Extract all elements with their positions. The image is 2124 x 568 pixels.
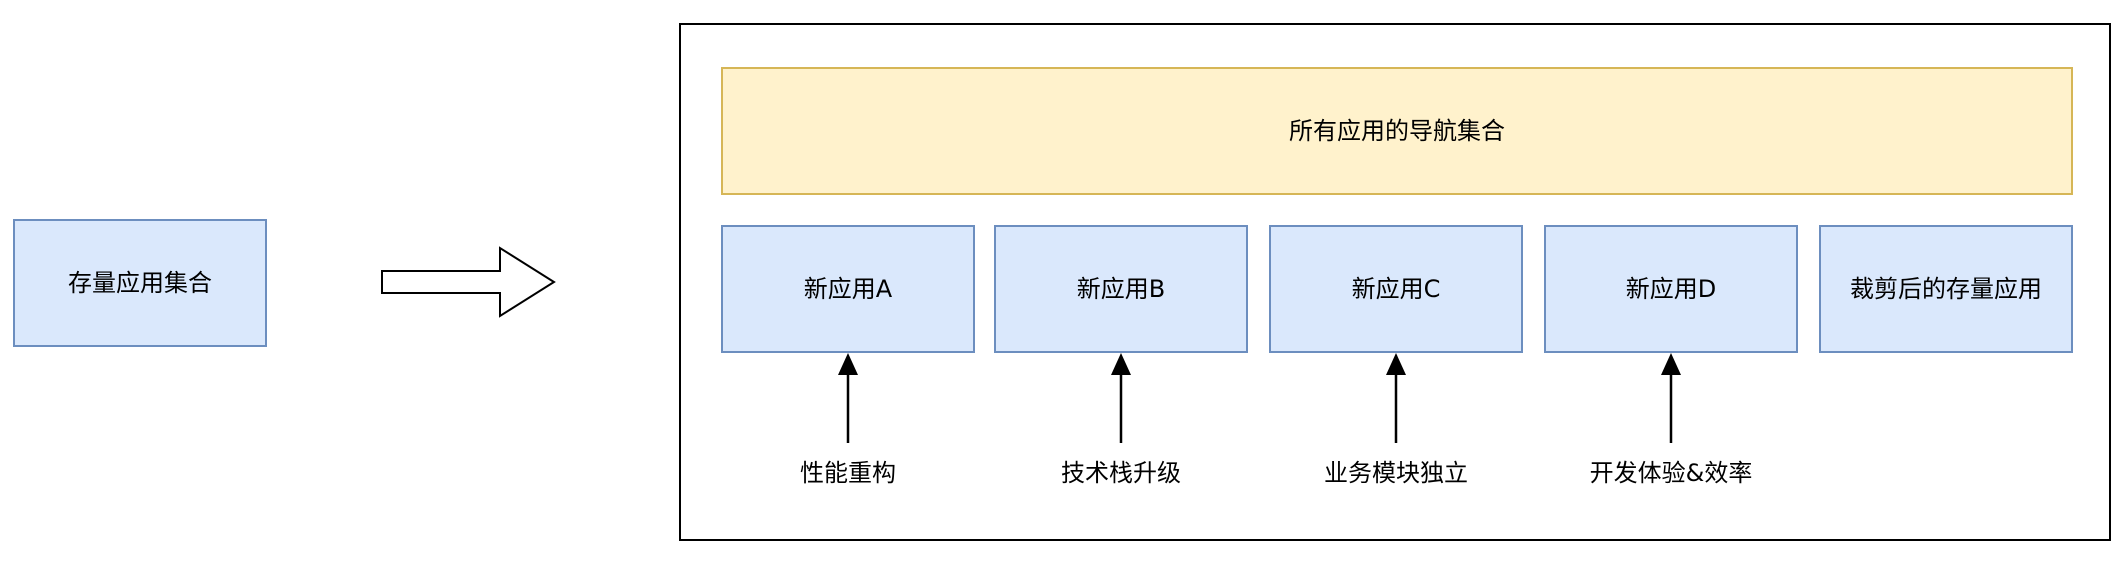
app-box-c: 新应用C: [1269, 225, 1523, 353]
app-box-label: 裁剪后的存量应用: [1850, 274, 2042, 303]
driver-label-business-module: 业务模块独立: [1324, 459, 1468, 487]
app-box-b: 新应用B: [994, 225, 1248, 353]
app-box-trimmed-legacy: 裁剪后的存量应用: [1819, 225, 2073, 353]
driver-arrow-c-head: [1386, 353, 1406, 375]
driver-arrow-d-head: [1661, 353, 1681, 375]
legacy-apps-box: 存量应用集合: [13, 219, 267, 347]
app-box-label: 新应用B: [1076, 274, 1166, 303]
app-box-label: 新应用A: [803, 274, 893, 303]
app-box-label: 新应用C: [1351, 274, 1441, 303]
app-box-d: 新应用D: [1544, 225, 1798, 353]
driver-label-performance: 性能重构: [800, 459, 896, 487]
driver-label-dev-experience: 开发体验&效率: [1589, 459, 1753, 487]
legacy-apps-label: 存量应用集合: [68, 268, 212, 297]
driver-label-tech-stack: 技术栈升级: [1061, 459, 1181, 487]
app-box-label: 新应用D: [1625, 274, 1717, 303]
app-box-a: 新应用A: [721, 225, 975, 353]
driver-arrow-a-head: [838, 353, 858, 375]
driver-arrow-b-head: [1111, 353, 1131, 375]
navigation-collection-label: 所有应用的导航集合: [1289, 116, 1505, 145]
transform-arrow: [381, 246, 556, 318]
navigation-collection-box: 所有应用的导航集合: [721, 67, 2073, 195]
